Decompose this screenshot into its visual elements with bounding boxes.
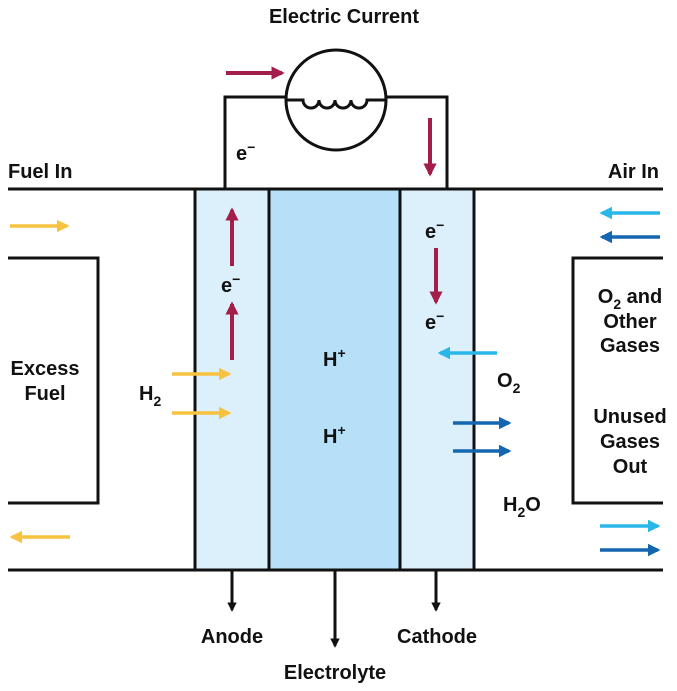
cathode-label: Cathode xyxy=(397,626,477,648)
fuel-in-label: Fuel In xyxy=(8,161,72,183)
excess-fuel-label-line1: Excess xyxy=(11,358,80,380)
electron-label-circuit: e− xyxy=(236,139,255,165)
air-in-label: Air In xyxy=(608,161,659,183)
electrolyte-label: Electrolyte xyxy=(284,662,386,684)
unused-gases-line3: Out xyxy=(613,456,648,478)
hplus-label-2: H+ xyxy=(323,422,346,448)
o2-label: O2 xyxy=(497,370,521,396)
excess-fuel-bracket xyxy=(8,256,100,505)
title-electric-current: Electric Current xyxy=(269,6,419,28)
electron-label-anode: e− xyxy=(221,271,240,297)
o2-other-gases-line1: O2 and xyxy=(598,286,662,312)
unused-gases-line2: Gases xyxy=(600,431,660,453)
o2-other-gases-line3: Gases xyxy=(600,335,660,357)
electrolyte-layer xyxy=(267,187,402,572)
h2-label: H2 xyxy=(139,383,161,409)
electron-label-cathode-1: e− xyxy=(425,217,444,243)
unused-gases-line1: Unused xyxy=(593,406,666,428)
h2o-label: H2O xyxy=(503,494,541,520)
hplus-label-1: H+ xyxy=(323,345,346,371)
excess-fuel-label-line2: Fuel xyxy=(24,383,65,405)
unused-gases-bracket xyxy=(571,256,663,505)
cathode-layer xyxy=(398,187,476,572)
electron-label-cathode-2: e− xyxy=(425,308,444,334)
o2-other-gases-line2: Other xyxy=(603,311,657,333)
anode-label: Anode xyxy=(201,626,263,648)
coil-icon xyxy=(286,98,386,110)
